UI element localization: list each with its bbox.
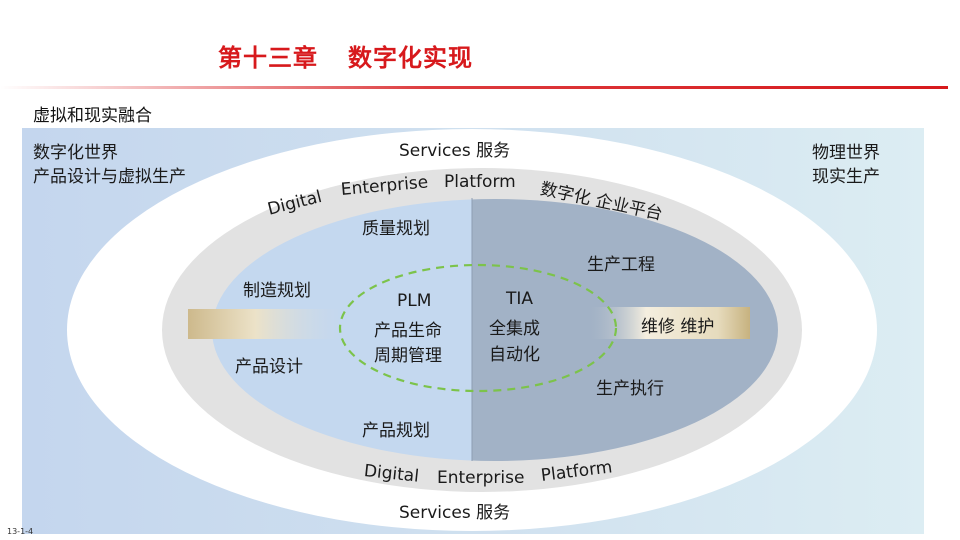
maintenance-label: 维修 维护 [641,317,715,337]
core-dashed-ellipse [338,263,618,393]
chapter-topic: 数字化实现 [348,44,473,72]
slide-number: 13-1-4 [7,527,34,536]
title-divider [0,86,948,89]
product-planning-label: 产品规划 [362,421,430,441]
tia-line2: 自动化 [489,345,540,365]
section-title: 虚拟和现实融合 [33,106,152,126]
plm-line2: 周期管理 [374,346,442,366]
production-engineering-label: 生产工程 [587,255,655,275]
manufacturing-planning-label: 制造规划 [243,281,311,301]
product-design-label: 产品设计 [235,357,303,377]
chapter-number: 第十三章 [218,44,318,72]
plm-title: PLM [397,291,432,311]
chapter-title: 第十三章 数字化实现 [218,38,473,73]
virtual-production-label: 产品设计与虚拟生产 [33,167,186,187]
manufacturing-connector-bar [188,309,338,339]
services-bottom-label: Services 服务 [399,503,511,523]
digital-physical-diagram [22,128,924,534]
quality-planning-label: 质量规划 [362,219,430,239]
platform-bottom-enterprise: Enterprise [437,468,525,488]
real-production-label: 现实生产 [812,167,880,187]
services-top-label: Services 服务 [399,141,511,161]
physical-world-label: 物理世界 [812,143,880,163]
digital-world-label: 数字化世界 [33,143,118,163]
platform-top-platform: Platform [444,172,516,192]
tia-line1: 全集成 [489,319,540,339]
production-execution-label: 生产执行 [596,379,664,399]
plm-line1: 产品生命 [374,321,442,341]
tia-title: TIA [506,289,534,309]
